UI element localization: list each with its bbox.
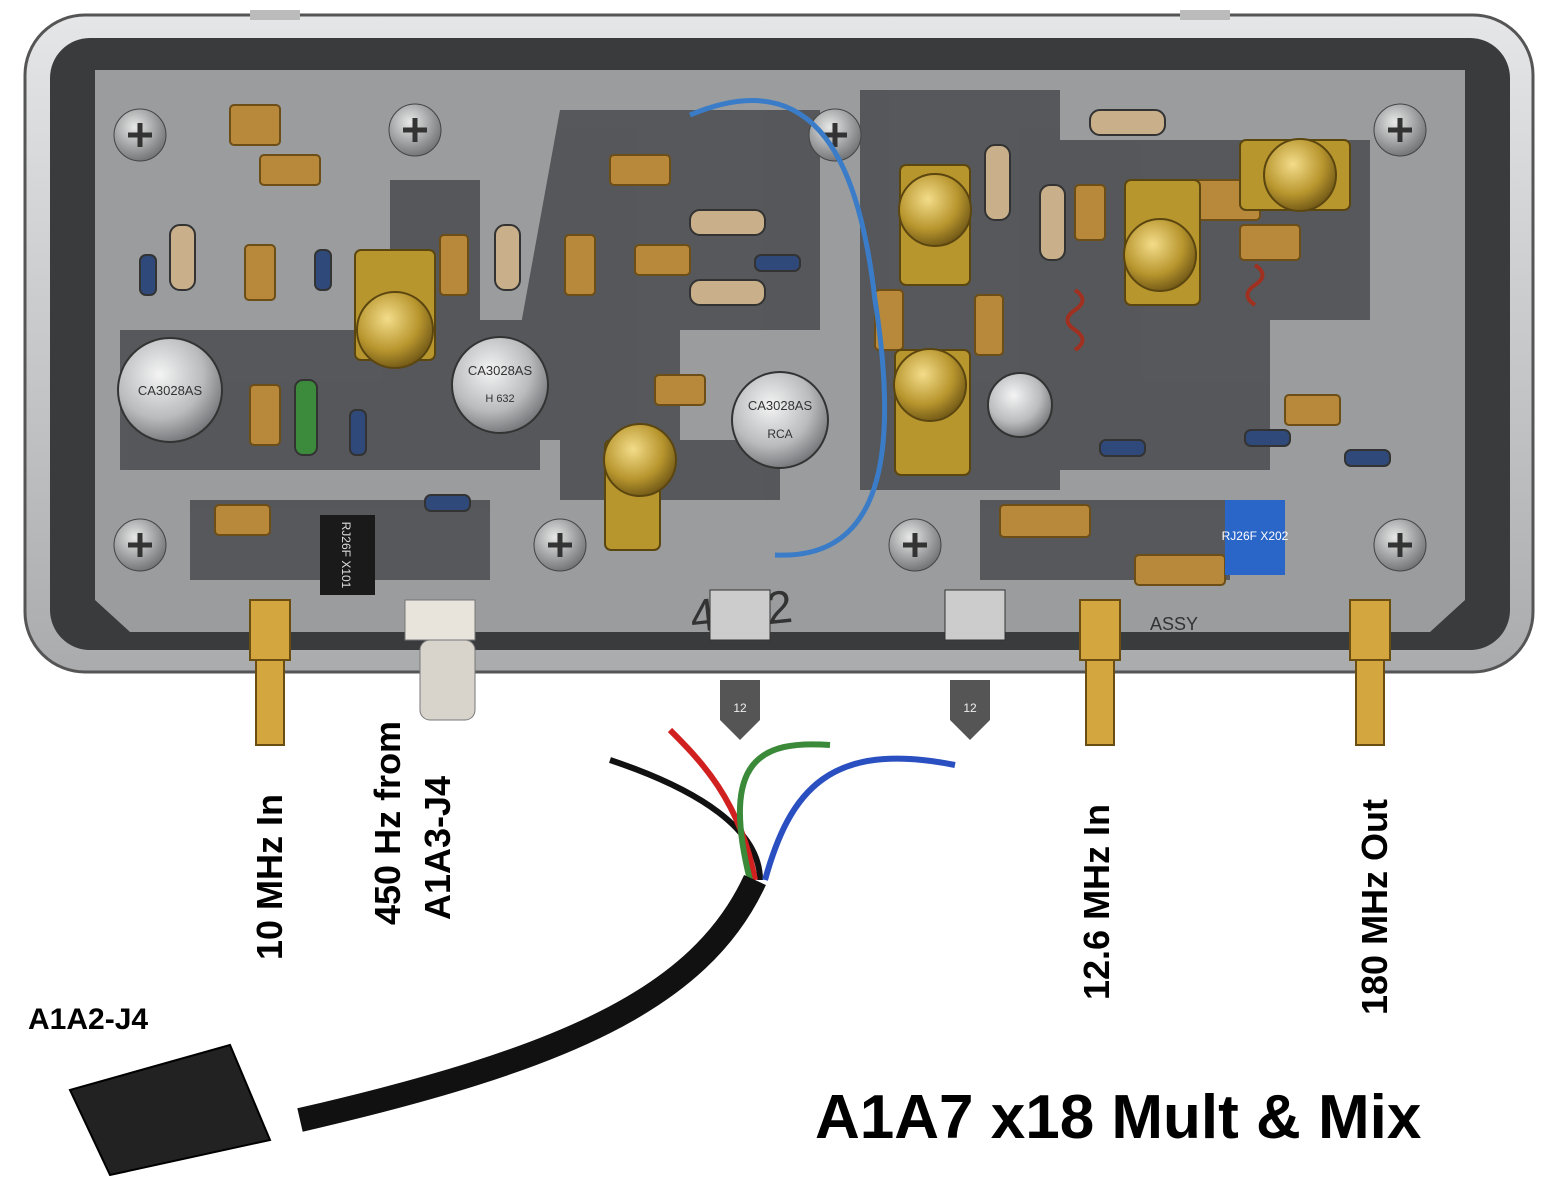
ic-marking: CA3028AS <box>468 363 533 378</box>
label-180mhz-out: 180 MHz Out <box>1354 798 1395 1015</box>
resistors <box>139 109 1391 512</box>
inductors <box>1065 263 1265 352</box>
trimpot-marking: RJ26F X202 <box>1222 529 1289 543</box>
diode-marking: 12 <box>733 701 747 715</box>
ic-date: H 632 <box>485 393 514 405</box>
ic-maker: RCA <box>767 427 792 441</box>
wire-harness <box>297 727 956 1132</box>
cable-connector <box>68 1043 272 1177</box>
ic-marking: CA3028AS <box>138 383 203 398</box>
diode-marking: 12 <box>963 701 977 715</box>
page-title: A1A7 x18 Mult & Mix <box>815 1083 1422 1152</box>
ic-marking: CA3028AS <box>748 398 813 413</box>
label-450hz-line2: A1A3-J4 <box>417 775 458 920</box>
tuning-trimmers <box>354 138 1351 551</box>
transistor-cans: CA3028AS CA3028AS H 632 CA3028AS RCA <box>117 336 1053 469</box>
sma-connectors <box>249 599 1391 746</box>
assy-marking: ASSY <box>1150 614 1198 634</box>
trimpot-marking: RJ26F X101 <box>339 522 353 589</box>
label-10mhz-in: 10 MHz In <box>249 793 290 960</box>
feedthroughs: 12 12 <box>709 589 1006 740</box>
jumper-wire <box>689 98 888 558</box>
label-450hz-line1: 450 Hz from <box>367 720 408 925</box>
capacitors <box>214 104 1341 586</box>
label-12-6mhz-in: 12.6 MHz In <box>1076 803 1117 1000</box>
screws <box>113 103 1427 572</box>
trim-pots: RJ26F X101 RJ26F X202 <box>320 500 1289 595</box>
label-a1a2-j4: A1A2-J4 <box>28 1003 149 1036</box>
